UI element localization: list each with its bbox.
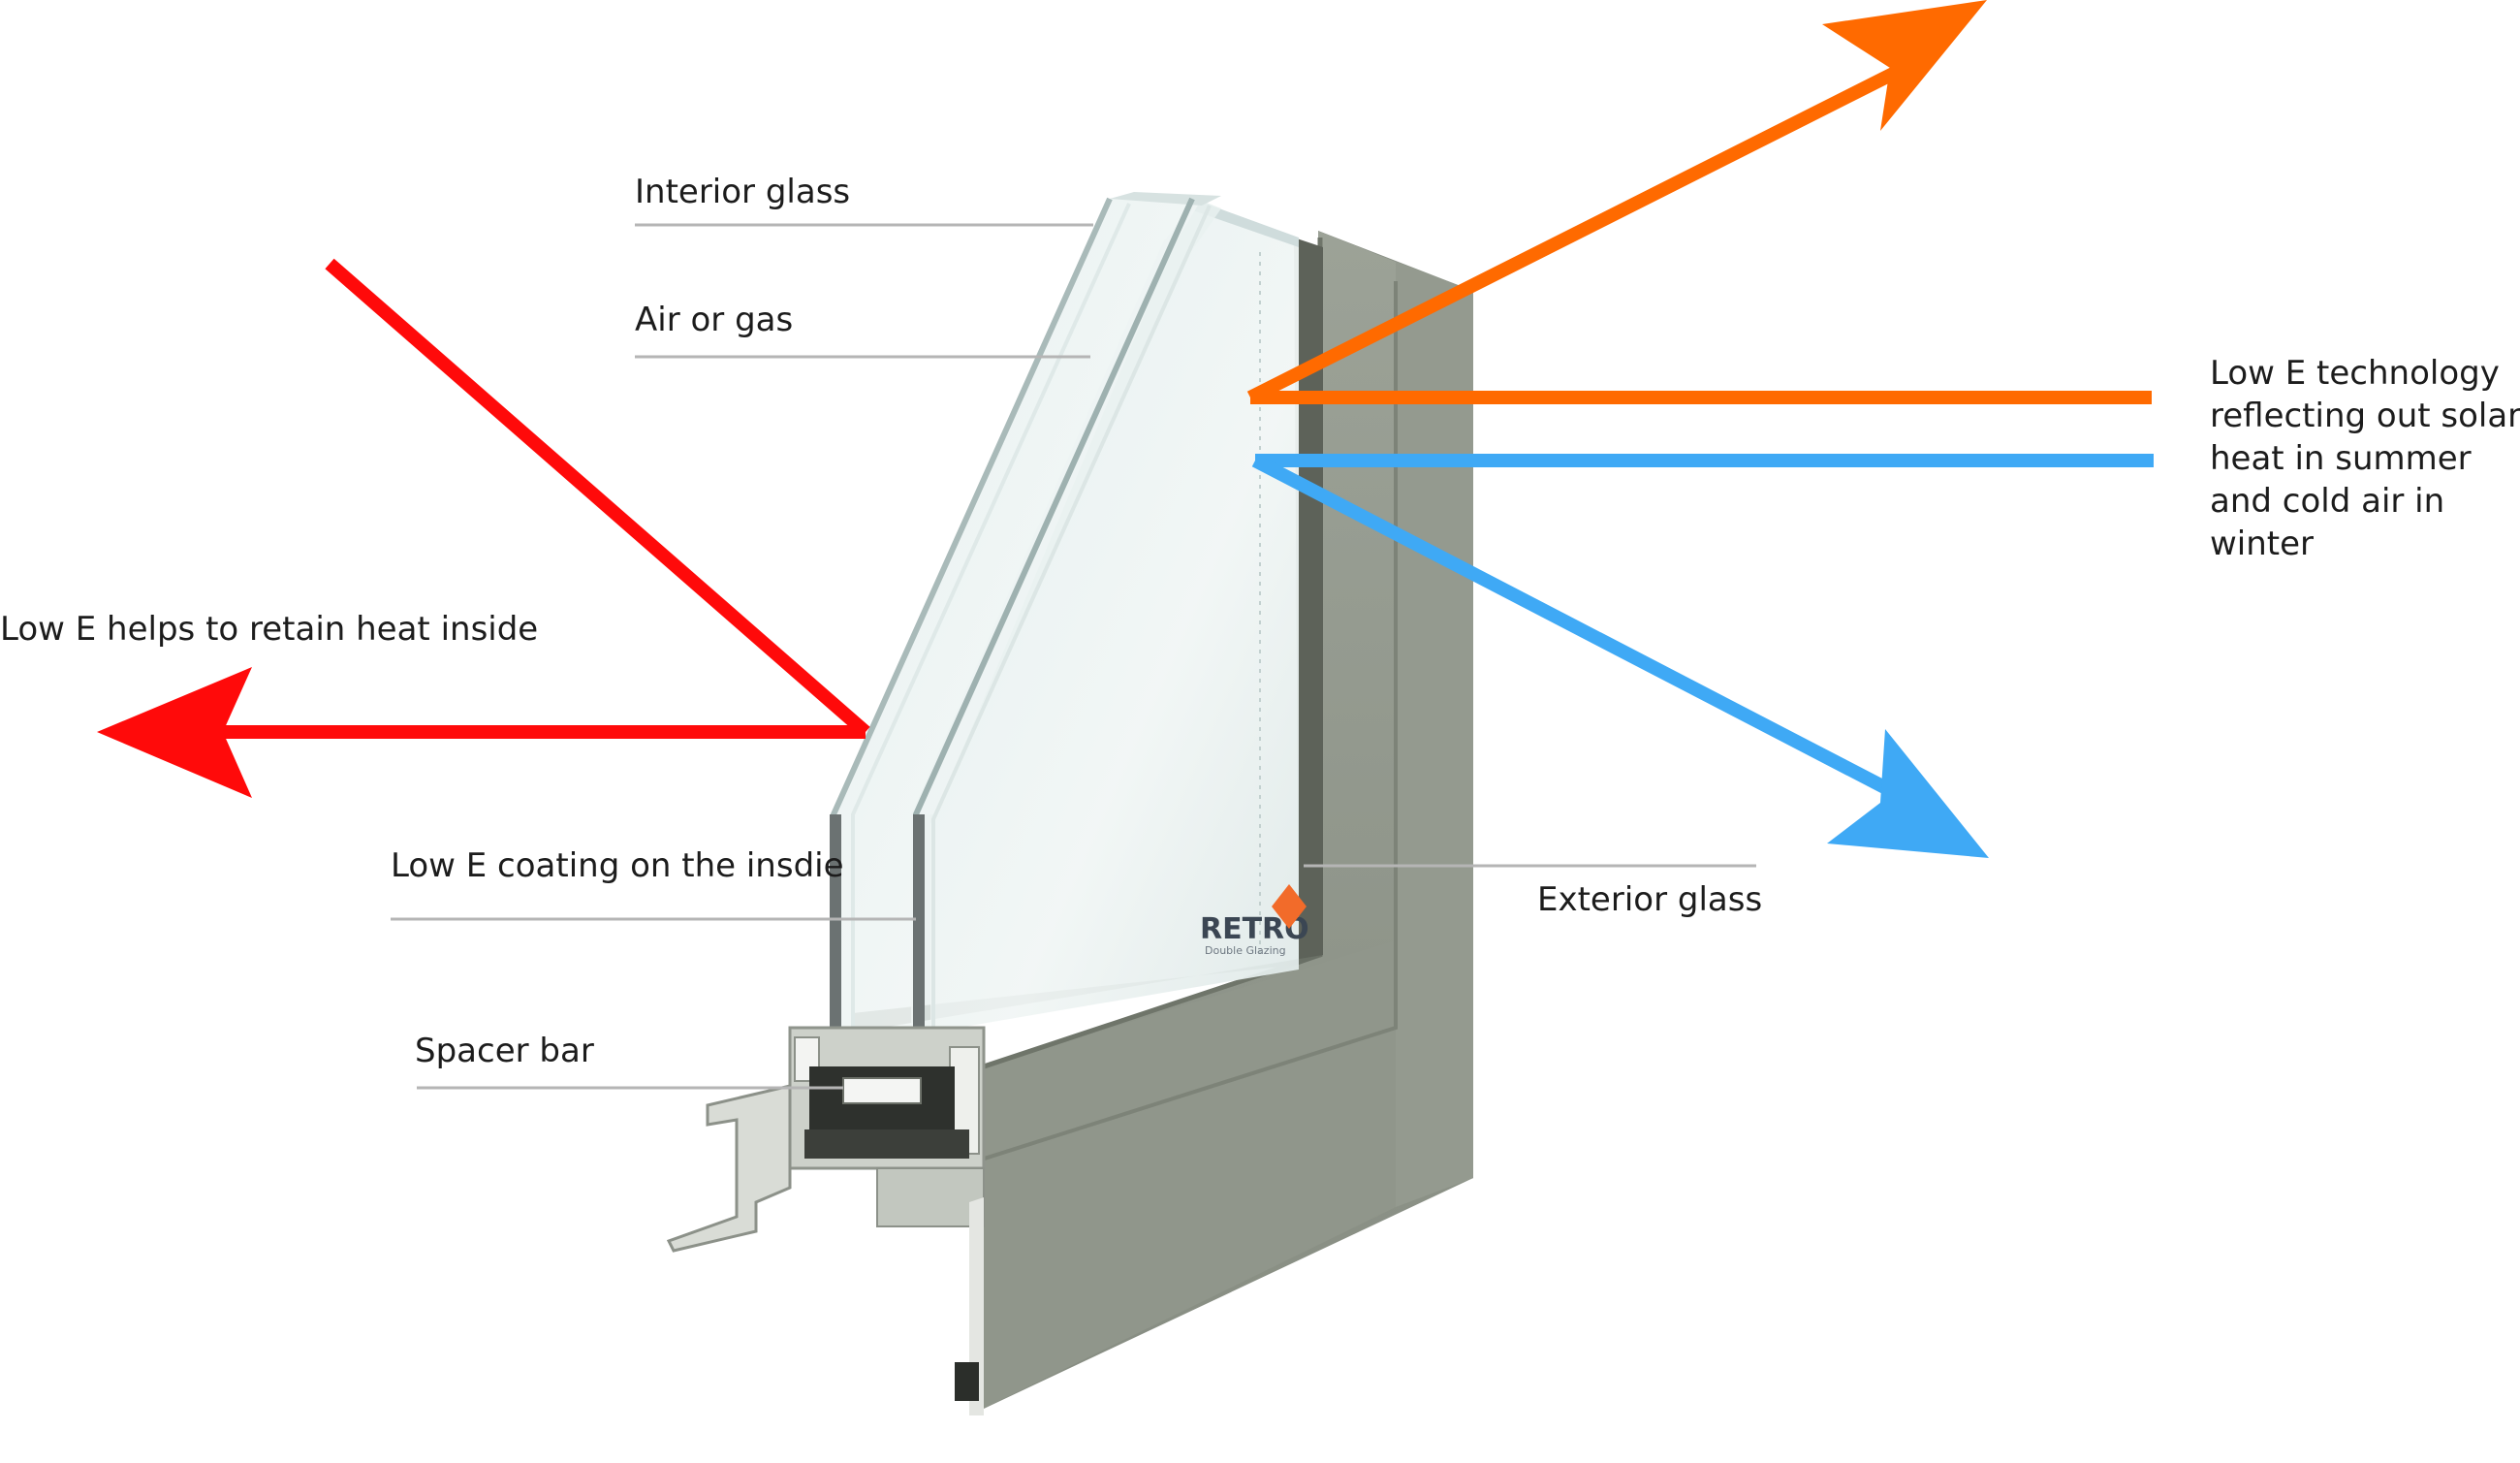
label-spacer-bar: Spacer bar: [415, 1032, 594, 1070]
retain-heat-arrow: [97, 258, 870, 798]
label-retain-heat: Low E helps to retain heat inside: [0, 610, 539, 649]
orange-arrowhead-icon: [1822, 0, 1987, 131]
label-interior-glass: Interior glass: [635, 173, 851, 211]
label-low-e-reflecting: Low E technology reflecting out solar he…: [2210, 354, 2520, 563]
cold-air-arrow: [1251, 454, 2154, 858]
interior-glass-pane: [830, 192, 1221, 1047]
retro-logo: RETRO Double Glazing: [1200, 884, 1309, 957]
label-exterior-glass: Exterior glass: [1537, 880, 1763, 919]
leader-lines: [391, 223, 1756, 1090]
retro-logo-diamond-icon: [1272, 884, 1307, 929]
blue-arrowhead-icon: [1827, 729, 1989, 858]
spacer-bar: [804, 1066, 969, 1159]
label-air-or-gas: Air or gas: [635, 301, 794, 339]
label-low-e-coating: Low E coating on the insdie: [391, 846, 844, 885]
retro-logo-subtext: Double Glazing: [1205, 944, 1286, 957]
red-arrowhead-icon: [97, 667, 252, 798]
solar-heat-arrow: [1246, 0, 2152, 404]
